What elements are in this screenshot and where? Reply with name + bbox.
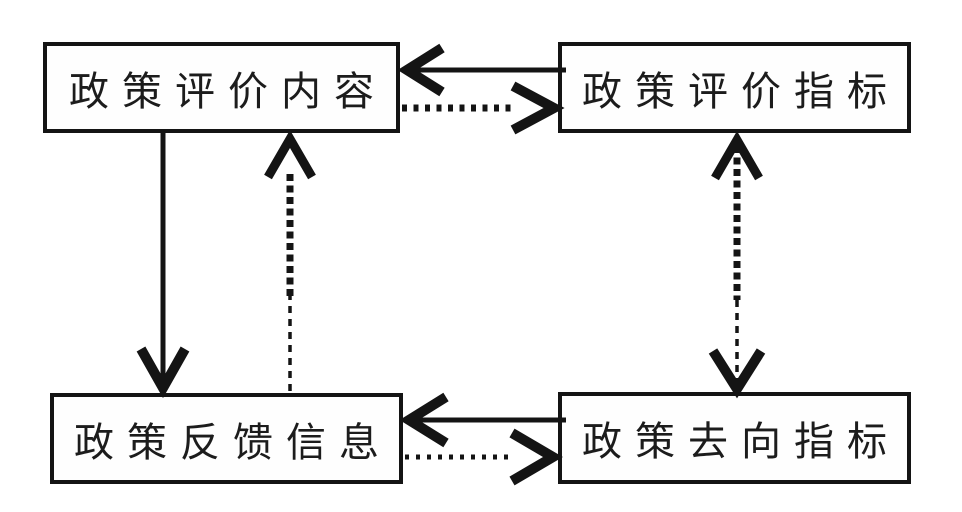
node-label: 政策评价内容 [69,68,387,115]
node-policy-feedback-information: 政策反馈信息 [50,393,403,484]
arrow-dashed-left-up [264,130,316,391]
node-label: 政策评价指标 [582,68,900,115]
node-label: 政策反馈信息 [74,419,392,466]
arrow-solid-left-down [136,131,190,399]
node-policy-evaluation-content: 政策评价内容 [43,42,400,133]
arrow-dotted-bottom-right [405,428,563,486]
node-label: 政策去向指标 [582,419,900,465]
node-policy-evaluation-indicators: 政策评价指标 [558,42,911,133]
arrow-solid-top-left [397,43,566,97]
node-policy-direction-indicators: 政策去向指标 [558,392,911,484]
arrow-dashed-right-vertical-both [708,131,766,399]
arrow-dotted-top-right [402,81,565,135]
arrow-solid-bottom-left [399,392,566,448]
